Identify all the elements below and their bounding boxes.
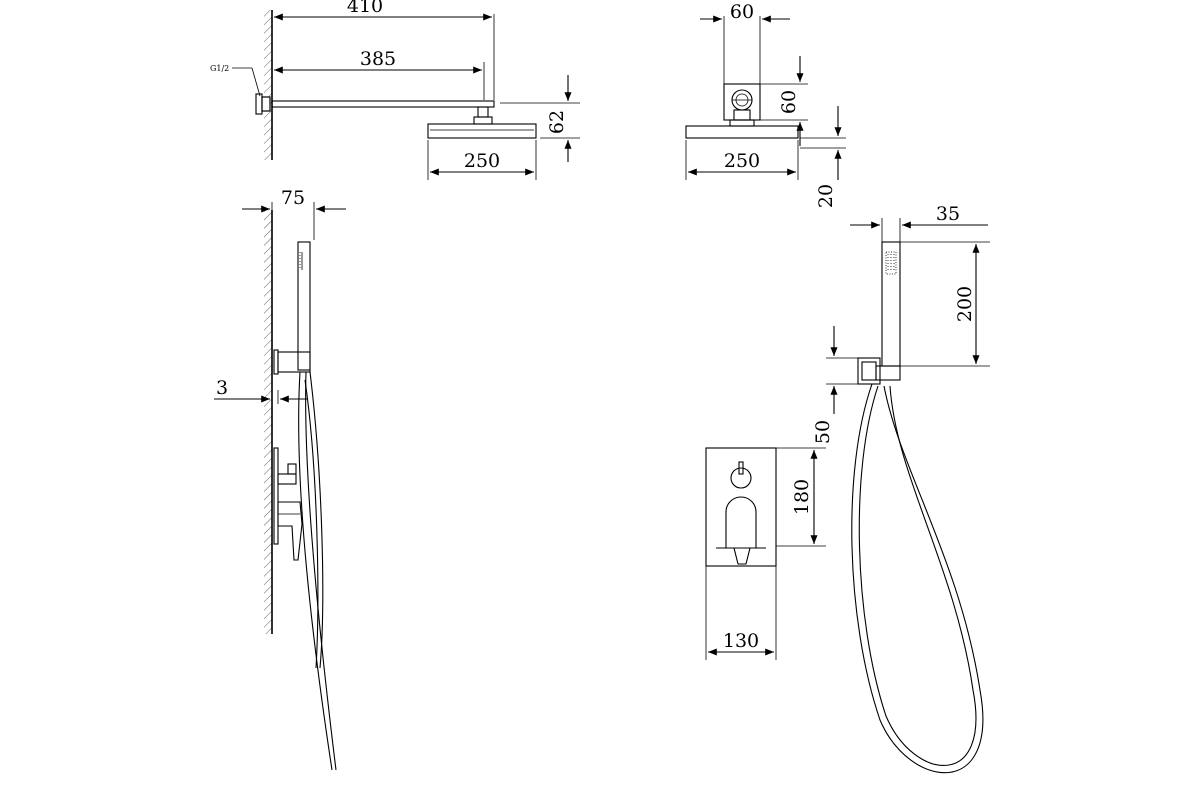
dim-mount-width: 60 <box>730 1 754 23</box>
dim-arm-reach: 385 <box>360 48 396 70</box>
dim-handshower-width: 35 <box>936 203 960 225</box>
dim-plate-offset: 3 <box>216 377 228 399</box>
nozzle-pattern <box>885 251 897 275</box>
dim-head-drop: 62 <box>546 110 568 134</box>
thread-label: G1/2 <box>210 64 229 73</box>
dim-head-width-side: 250 <box>464 150 500 172</box>
dim-mixer-height: 180 <box>791 479 813 515</box>
dim-holder-height: 50 <box>812 420 834 444</box>
dim-head-thickness: 20 <box>815 184 837 208</box>
dim-handshower-depth: 75 <box>281 187 305 209</box>
dim-mixer-width: 130 <box>723 630 759 652</box>
hand-shower-side-view: 75 3 <box>214 187 346 771</box>
dim-arm-total: 410 <box>347 0 383 17</box>
dim-head-width-front: 250 <box>724 150 760 172</box>
shower-head-front-view: 60 60 250 20 <box>685 1 846 208</box>
hand-shower-front-view: 35 200 50 180 130 <box>705 203 990 774</box>
dim-mount-height: 60 <box>778 90 800 114</box>
shower-head-side-view: G1/2 410 385 62 250 <box>210 0 580 180</box>
dim-handshower-length: 200 <box>954 286 976 322</box>
